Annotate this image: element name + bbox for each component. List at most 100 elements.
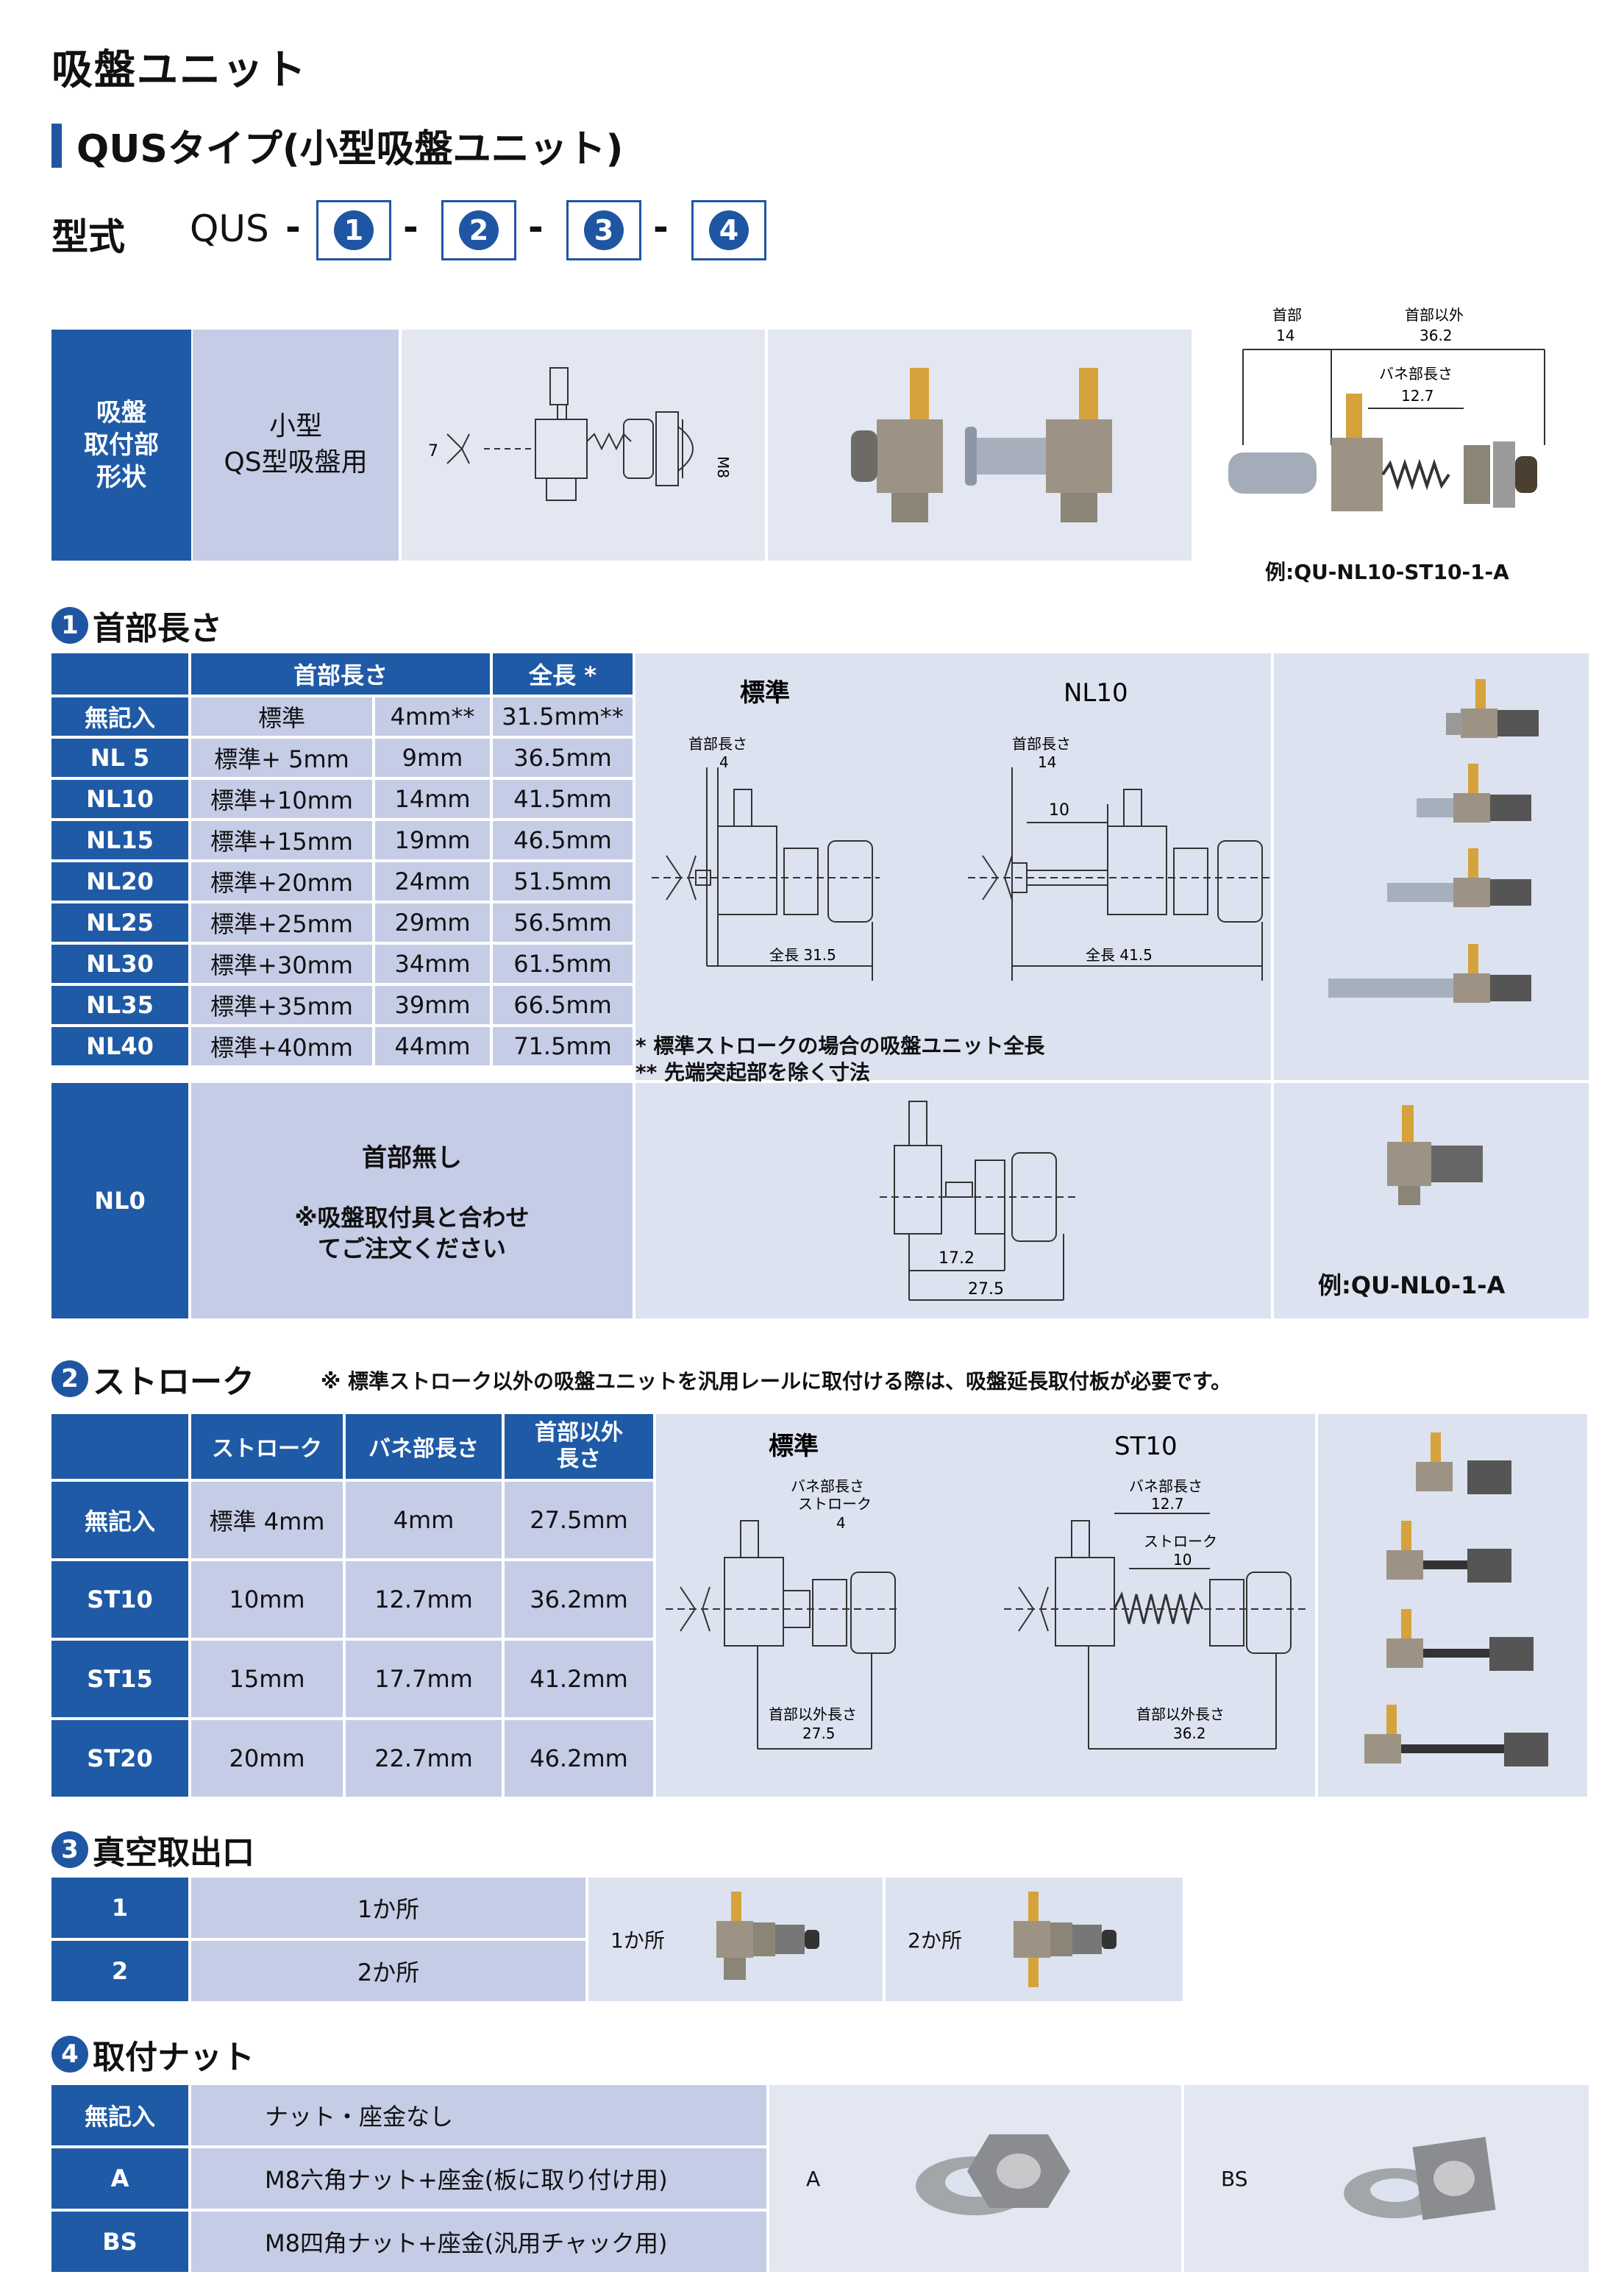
- sec2-note: ※ 標準ストローク以外の吸盤ユニットを汎用レールに取付ける際は、吸盤延長取付板が…: [321, 1369, 1232, 1393]
- sec2-st10-stroke-val: 10: [1173, 1551, 1192, 1569]
- sec1-total: 31.5mm**: [493, 697, 633, 736]
- sec1-nl10-ten: 10: [1049, 801, 1069, 820]
- sec2-diagram-std: 標準: [769, 1432, 819, 1461]
- nl0-text1: 首部無し: [362, 1143, 462, 1173]
- sec1-total: 41.5mm: [493, 780, 633, 818]
- sec1-len: 24mm: [375, 862, 490, 901]
- sec3-img1-label: 1か所: [610, 1928, 665, 1953]
- example-other-val: 36.2: [1420, 327, 1453, 344]
- sec2-other: 41.2mm: [505, 1641, 653, 1717]
- sec4-num: 4: [51, 2036, 88, 2073]
- sec2-other: 46.2mm: [505, 1720, 653, 1797]
- page-title: 吸盤ユニット: [51, 46, 307, 94]
- sec2-stroke: 20mm: [191, 1720, 343, 1797]
- sec1-desc: 標準+35mm: [191, 986, 372, 1024]
- sec1-photo-stack: [1328, 679, 1539, 1003]
- example-spring-label: バネ部長さ: [1379, 365, 1453, 383]
- example-neck-label: 首部: [1272, 306, 1302, 324]
- sec3-code-1: 1: [51, 1878, 188, 1938]
- nut-bs-photo: [1343, 2137, 1495, 2220]
- sec1-total: 61.5mm: [493, 945, 633, 983]
- sec4-code-1: 無記入: [51, 2085, 188, 2145]
- sec1-total: 56.5mm: [493, 903, 633, 942]
- sec1-code: NL15: [51, 821, 188, 859]
- sec1-desc: 標準+40mm: [191, 1027, 372, 1065]
- sec2-st10-spring-label: バネ部長さ: [1129, 1477, 1203, 1495]
- sec1-code: 無記入: [51, 697, 188, 736]
- sec2-stroke: 15mm: [191, 1641, 343, 1717]
- sec2-spring: 12.7mm: [346, 1561, 502, 1638]
- sec1-std-neck-val: 4: [719, 753, 729, 771]
- sec2-code: ST15: [51, 1641, 188, 1717]
- model-dash: -: [528, 206, 544, 249]
- sec1-len: 29mm: [375, 903, 490, 942]
- sec1-desc: 標準+10mm: [191, 780, 372, 818]
- nl0-drawing: 17.2 27.5: [635, 1083, 1271, 1318]
- model-dash: -: [403, 206, 419, 249]
- sec1-total: 71.5mm: [493, 1027, 633, 1065]
- sec1-note2: ** 先端突起部を除く寸法: [635, 1060, 871, 1084]
- sec1-col-neck: 首部長さ: [191, 653, 490, 695]
- sec2-st10-other-label: 首部以外長さ: [1136, 1705, 1225, 1723]
- sec3-num: 3: [51, 1831, 88, 1868]
- sec1-diagram-nl10: NL10: [1064, 678, 1128, 708]
- sec2-st10-stroke-label: ストローク: [1144, 1533, 1217, 1550]
- model-slot-2: 2: [441, 200, 516, 260]
- nl0-photo-cell: 例:QU-NL0-1-A: [1274, 1083, 1589, 1318]
- sec1-title: 首部長さ: [93, 610, 222, 647]
- sec2-photo-stack: [1364, 1432, 1548, 1766]
- nl0-code: NL0: [51, 1083, 188, 1318]
- sec2-num: 2: [51, 1360, 88, 1397]
- unit-drawing: 7 M8: [428, 367, 732, 501]
- nl0-photo: [1387, 1105, 1483, 1205]
- sec2-code: ST20: [51, 1720, 188, 1797]
- sec3-img2-label: 2か所: [908, 1928, 962, 1953]
- sec1-diagrams: 標準 NL10 首部長さ 4 首部長さ 14 10: [635, 653, 1271, 1080]
- model-slot-3: 3: [566, 200, 641, 260]
- sec1-note1: * 標準ストロークの場合の吸盤ユニット全長: [635, 1034, 1045, 1058]
- sec2-col-spring: バネ部長さ: [346, 1414, 502, 1479]
- nl0-desc: 首部無し ※吸盤取付具と合わせてご注文ください: [191, 1083, 633, 1318]
- sec3-desc-1: 1か所: [191, 1878, 585, 1938]
- sec1-corner: [51, 653, 188, 695]
- sec2-col-other: 首部以外 長さ: [505, 1414, 653, 1479]
- sec1-len: 9mm: [375, 739, 490, 777]
- sec1-desc: 標準+25mm: [191, 903, 372, 942]
- sec2-st10-spring-val: 12.7: [1151, 1495, 1184, 1513]
- sec3-title: 真空取出口: [93, 1834, 254, 1872]
- sec2-spring: 17.7mm: [346, 1641, 502, 1717]
- sec2-std-stroke-label: ストローク: [798, 1495, 872, 1513]
- mount-photo: [768, 330, 1192, 561]
- model-slot-4: 4: [691, 200, 766, 260]
- sec2-code: 無記入: [51, 1482, 188, 1558]
- sec4-img1-label: A: [806, 2166, 821, 2191]
- sec1-code: NL40: [51, 1027, 188, 1065]
- sec2-diagram: 標準 ST10 バネ部長さ ストローク 4 バネ部長さ 12.7 ストローク 1…: [666, 1432, 1306, 1750]
- example-diagram: 首部 14 首部以外 36.2 バネ部長さ 12.7: [1228, 306, 1545, 511]
- sec2-diagram-st10: ST10: [1114, 1432, 1178, 1461]
- sec2-std-other-label: 首部以外長さ: [769, 1705, 857, 1723]
- model-prefix: QUS: [190, 207, 269, 250]
- sec2-std-other-val: 27.5: [802, 1725, 836, 1742]
- sec2-other: 27.5mm: [505, 1482, 653, 1558]
- model-label: 型式: [51, 216, 125, 258]
- sec2-code: ST10: [51, 1561, 188, 1638]
- sec4-title: 取付ナット: [93, 2039, 254, 2076]
- sec1-len: 44mm: [375, 1027, 490, 1065]
- sec1-nl10-total: 全長 41.5: [1086, 946, 1153, 964]
- sec1-total: 51.5mm: [493, 862, 633, 901]
- sec4-code-3: BS: [51, 2212, 188, 2272]
- sec2-title: ストローク: [93, 1363, 254, 1401]
- sec4-desc-3: M8四角ナット+座金(汎用チャック用): [191, 2212, 766, 2272]
- sec1-len: 19mm: [375, 821, 490, 859]
- sec1-std-total: 全長 31.5: [769, 946, 836, 964]
- sec1-diagram: 標準 NL10 首部長さ 4 首部長さ 14 10: [652, 678, 1269, 981]
- sec1-desc: 標準+ 5mm: [191, 739, 372, 777]
- example-neck-val: 14: [1276, 327, 1294, 344]
- sec4-desc-1: ナット・座金なし: [191, 2085, 766, 2145]
- sec3-code-2: 2: [51, 1941, 188, 2001]
- mount-drawing: 7 M8: [402, 330, 765, 561]
- sec2-stroke: 標準 4mm: [191, 1482, 343, 1558]
